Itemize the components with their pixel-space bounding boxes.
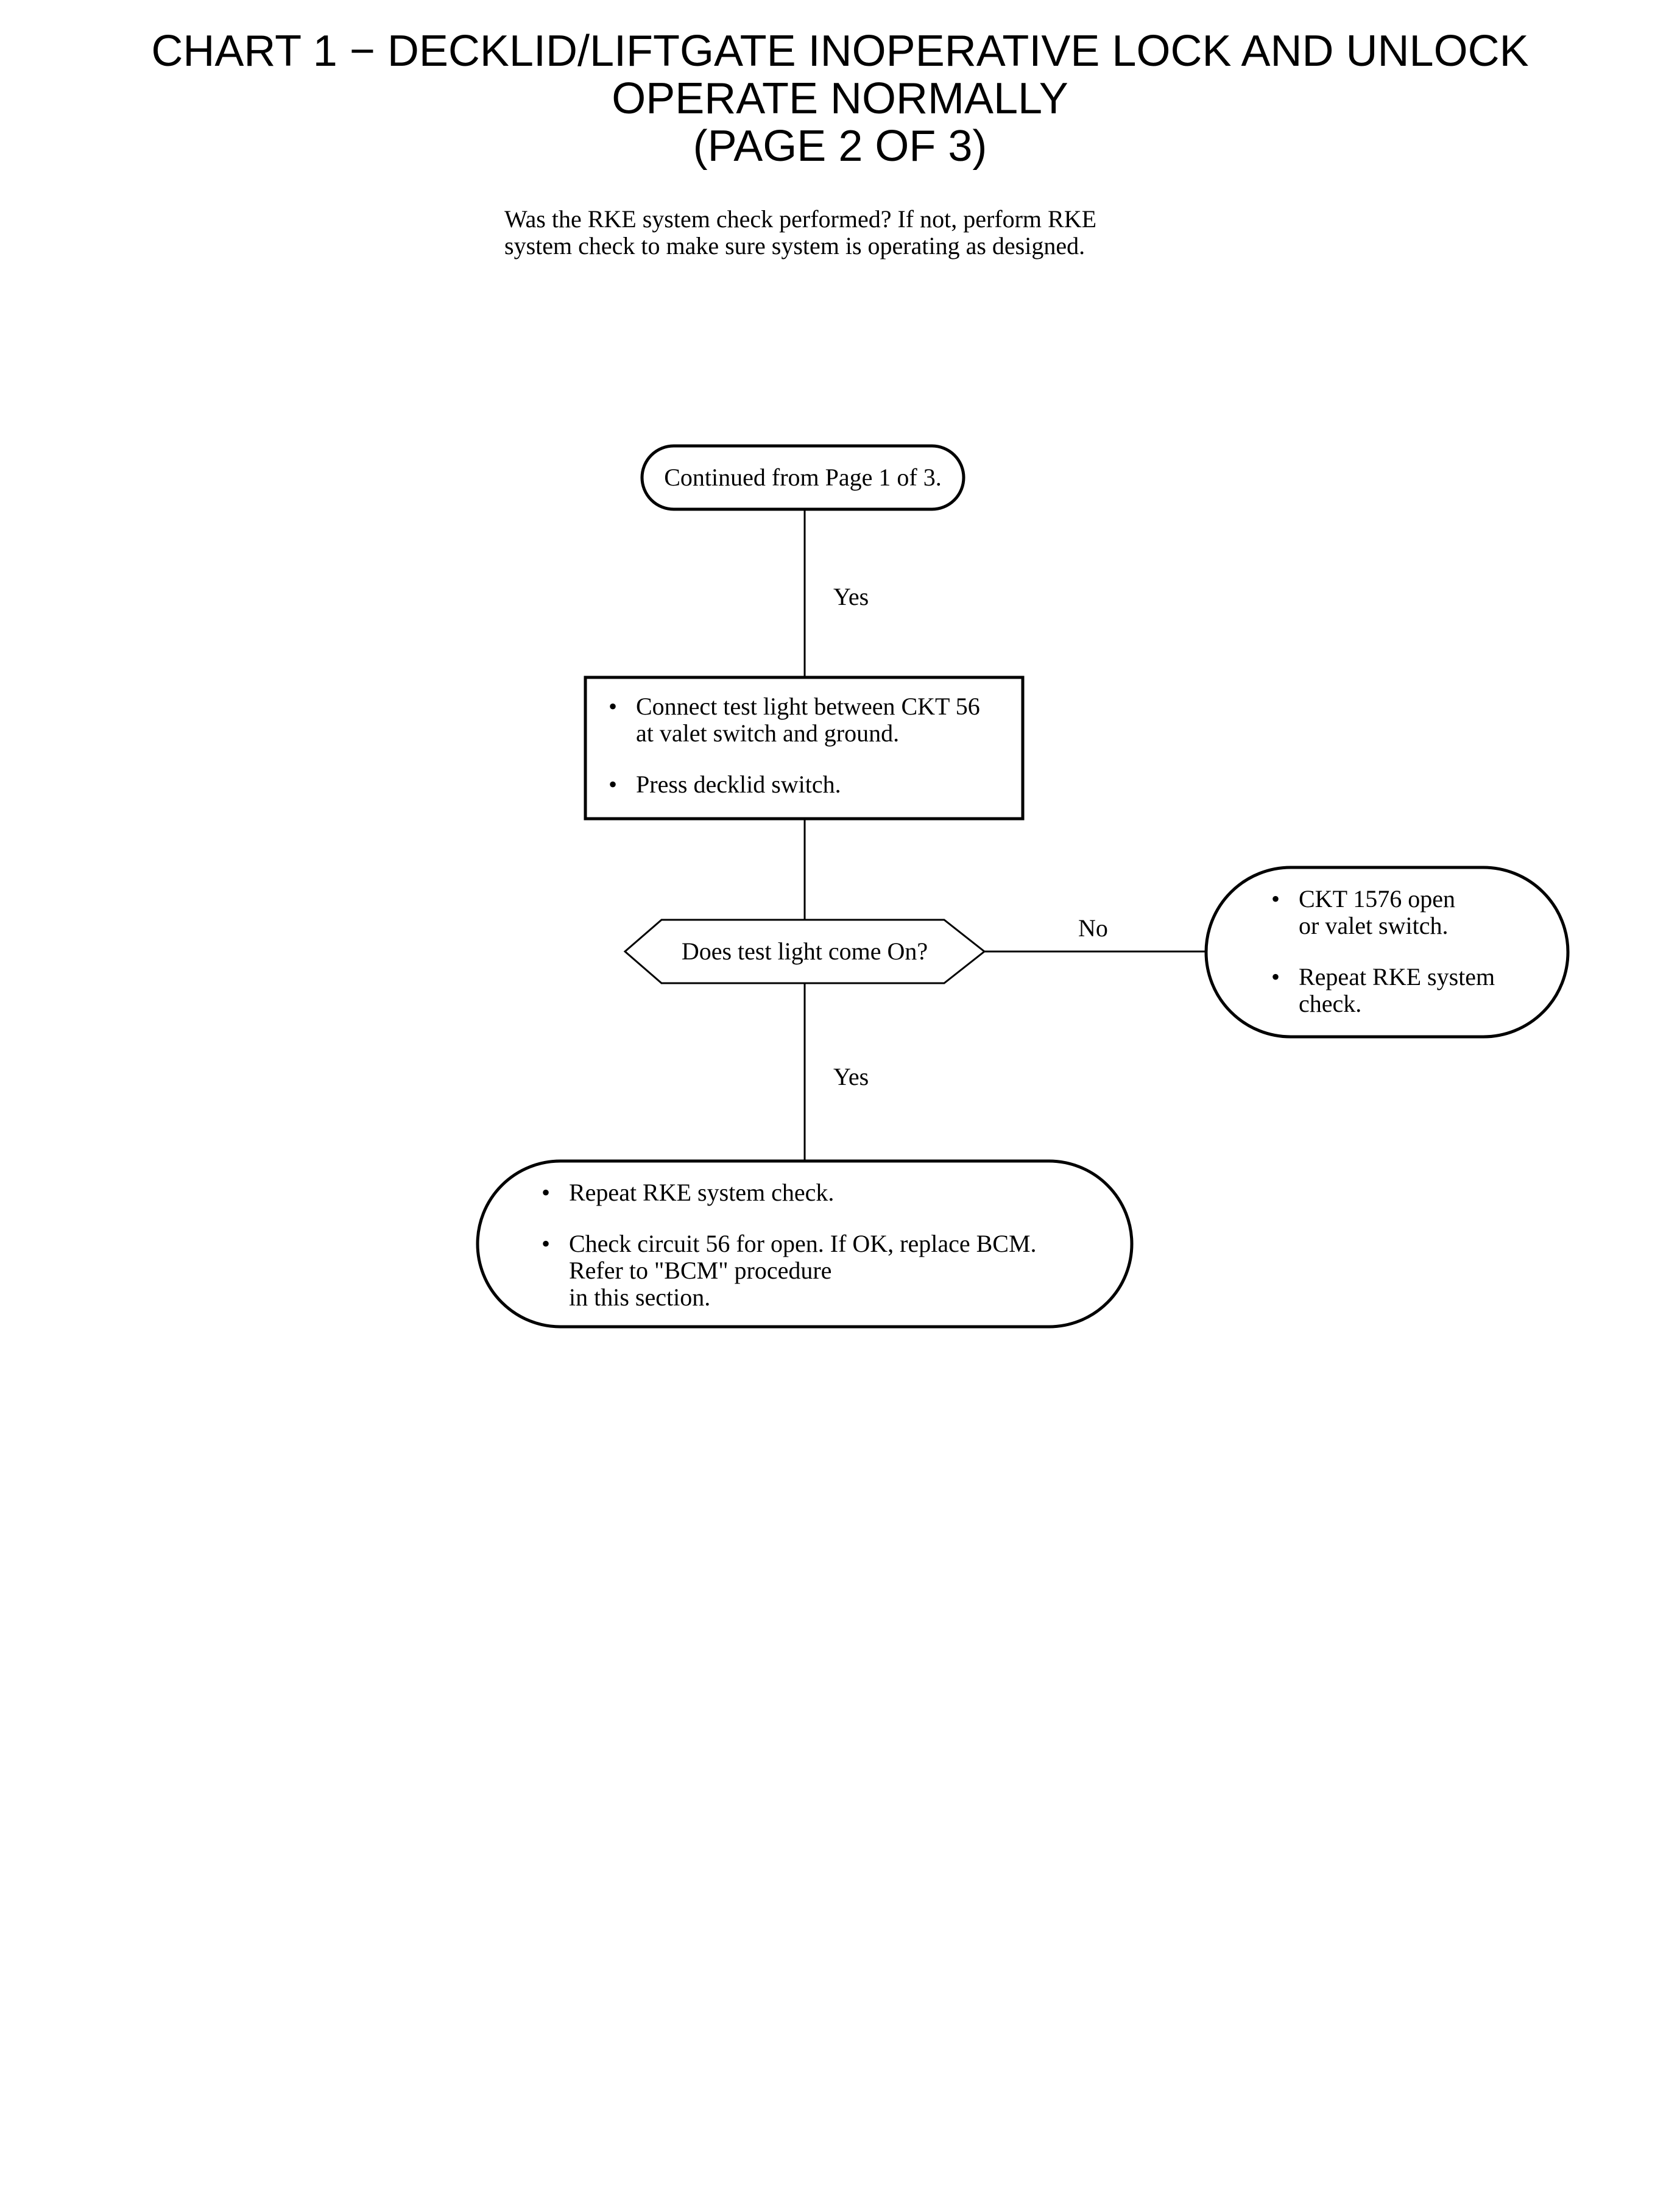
no-result-bullet-1-line-2: or valet switch.: [1299, 912, 1449, 939]
no-result-bullet-1: • CKT 1576 open or valet switch.: [1263, 886, 1495, 939]
yes-label-2: Yes: [833, 1063, 869, 1090]
step1-bullet-1-line-1: Connect test light between CKT 56: [636, 693, 980, 720]
step1-bullet-1-line-2: at valet switch and ground.: [636, 719, 900, 747]
start-node-label: Continued from Page 1 of 3.: [664, 464, 942, 491]
decision-label: Does test light come On?: [681, 937, 928, 965]
bullet-icon: •: [608, 693, 617, 720]
bullet-icon: •: [608, 771, 617, 798]
no-result-terminator-shape: [1204, 866, 1570, 1039]
bullet-icon: •: [1271, 885, 1280, 913]
intro-line-2: system check to make sure system is oper…: [504, 232, 1085, 259]
yes-result-terminator: • Repeat RKE system check. • Check circu…: [534, 1179, 1037, 1311]
step1-bullet-1: • Connect test light between CKT 56 at v…: [601, 693, 980, 747]
bullet-icon: •: [541, 1179, 550, 1206]
no-result-bullet-2-line-2: check.: [1299, 990, 1362, 1017]
bullet-icon: •: [541, 1230, 550, 1257]
no-result-bullet-2: • Repeat RKE system check.: [1263, 964, 1495, 1017]
decision-shape: [623, 919, 986, 984]
bullet-icon: •: [1271, 963, 1280, 990]
step1-bullet-2-line-1: Press decklid switch.: [636, 771, 841, 798]
intro-text: Was the RKE system check performed? If n…: [504, 206, 1096, 259]
step1-process-box: • Connect test light between CKT 56 at v…: [601, 693, 980, 798]
start-node: Continued from Page 1 of 3.: [642, 464, 964, 491]
no-label: No: [1078, 914, 1108, 942]
chart-title-line-3: (PAGE 2 OF 3): [693, 122, 987, 171]
chart-title-line-1: CHART 1 − DECKLID/LIFTGATE INOPERATIVE L…: [151, 27, 1529, 76]
yes-result-bullet-2-line-2: Refer to "BCM" procedure: [569, 1257, 832, 1284]
yes-label-1: Yes: [833, 583, 869, 610]
no-result-bullet-1-line-1: CKT 1576 open: [1299, 885, 1456, 913]
start-terminator-shape: [640, 444, 965, 511]
yes-result-bullet-2-line-1: Check circuit 56 for open. If OK, replac…: [569, 1230, 1037, 1257]
step1-bullet-2: • Press decklid switch.: [601, 771, 980, 798]
yes-result-bullet-1: • Repeat RKE system check.: [534, 1179, 1037, 1206]
yes-result-terminator-shape: [476, 1159, 1134, 1329]
no-result-terminator: • CKT 1576 open or valet switch. • Repea…: [1263, 886, 1495, 1017]
yes-result-bullet-1-line-1: Repeat RKE system check.: [569, 1179, 835, 1206]
chart-title-line-2: OPERATE NORMALLY: [612, 74, 1068, 123]
decision-node: Does test light come On?: [625, 938, 984, 965]
yes-result-bullet-2-line-3: in this section.: [569, 1283, 711, 1311]
yes-result-bullet-2: • Check circuit 56 for open. If OK, repl…: [534, 1230, 1037, 1311]
intro-line-1: Was the RKE system check performed? If n…: [504, 205, 1097, 233]
no-result-bullet-2-line-1: Repeat RKE system: [1299, 963, 1495, 990]
